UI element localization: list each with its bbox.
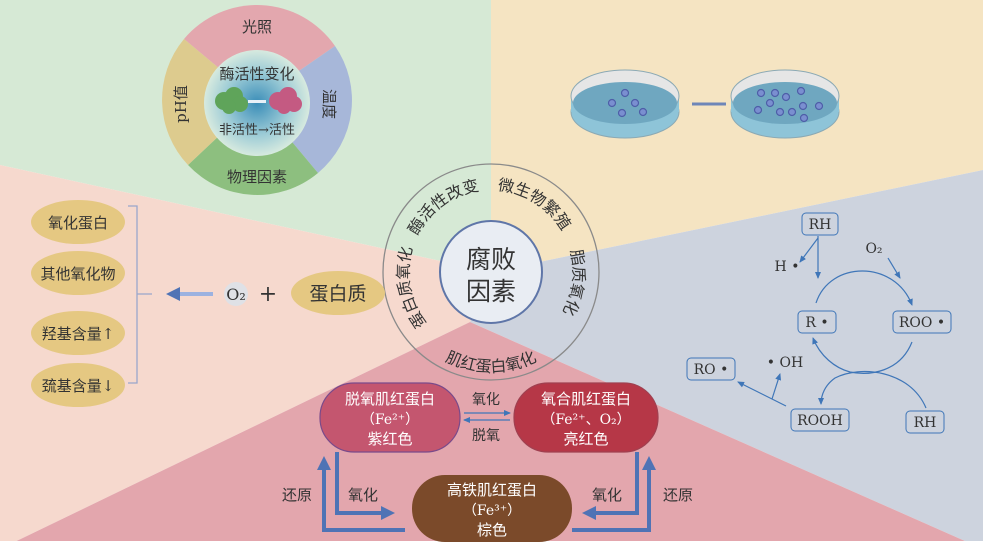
metmyoglobin-node bbox=[412, 475, 572, 542]
oxidize-arrow-left bbox=[335, 452, 395, 520]
o2-bubble bbox=[224, 282, 248, 306]
reduce-label-right: 还原 bbox=[663, 486, 693, 504]
node-rh-top bbox=[801, 212, 839, 236]
oxy-color: 亮红色 bbox=[563, 430, 608, 448]
node-rh-top-label: RH bbox=[809, 217, 832, 233]
product-bubble bbox=[31, 200, 125, 244]
deoxy-name: 脱氧肌红蛋白 bbox=[345, 390, 435, 408]
oxymyoglobin-node bbox=[513, 382, 659, 453]
product-label: 氧化蛋白 bbox=[48, 214, 108, 232]
deoxymyoglobin-node bbox=[319, 382, 461, 453]
oxidize-arrow-right bbox=[582, 452, 639, 520]
inactive-enzyme-icon bbox=[215, 87, 248, 114]
sector-protein bbox=[0, 165, 491, 549]
product-label: 巯基含量↓ bbox=[42, 377, 115, 395]
cycle-arrows bbox=[737, 236, 927, 409]
ferri-color: 棕色 bbox=[477, 521, 507, 539]
reduce-arrow-left bbox=[317, 456, 405, 532]
outer-ring bbox=[382, 163, 600, 381]
wheel-label-temperature: 温度 bbox=[320, 89, 338, 119]
product-bubble bbox=[31, 251, 125, 295]
ferri-name: 高铁肌红蛋白 bbox=[447, 481, 537, 499]
petri-dish-after-icon bbox=[730, 69, 840, 139]
node-rooh-label: ROOH bbox=[797, 413, 843, 429]
wheel-label-ph: pH值 bbox=[172, 85, 190, 123]
o2-label: O₂ bbox=[226, 285, 246, 304]
node-ro-radical bbox=[686, 357, 736, 381]
oh-radical-label: • OH bbox=[767, 355, 803, 371]
microbe-growth-illustration bbox=[570, 69, 840, 139]
wheel-label-physical: 物理因素 bbox=[227, 168, 287, 186]
center-title-line2: 因素 bbox=[466, 277, 516, 306]
oxy-name: 氧合肌红蛋白 bbox=[541, 390, 631, 408]
deoxy-iron: （Fe²⁺） bbox=[361, 412, 419, 428]
product-label: 其他氧化物 bbox=[40, 265, 115, 283]
myoglobin-section: 脱氧肌红蛋白 （Fe²⁺） 紫红色 氧合肌红蛋白 （Fe²⁺、O₂） 亮红色 高… bbox=[282, 382, 693, 542]
wheel-title: 酶活性变化 bbox=[219, 65, 294, 83]
node-rooh bbox=[790, 408, 850, 432]
petri-dish-before-icon bbox=[570, 69, 680, 139]
product-list: 氧化蛋白 其他氧化物 羟基含量↑ 巯基含量↓ bbox=[31, 200, 125, 407]
enzyme-wheel: 光照 温度 pH值 物理因素 酶活性变化 非活性→活性 bbox=[162, 4, 352, 195]
lipid-oxidation-cycle: RH H • O₂ R • ROO • RO • • OH ROOH RH bbox=[686, 212, 952, 434]
node-r-radical bbox=[797, 310, 837, 334]
oxy-iron: （Fe²⁺、O₂） bbox=[541, 412, 630, 428]
center-title-line1: 腐败 bbox=[466, 245, 516, 274]
plus-sign: + bbox=[259, 282, 277, 307]
node-roo-radical-label: ROO • bbox=[899, 315, 945, 331]
deoxy-color: 紫红色 bbox=[367, 430, 412, 448]
oxidize-label-left: 氧化 bbox=[348, 486, 378, 504]
node-ro-radical-label: RO • bbox=[694, 362, 729, 378]
oxidize-label-right: 氧化 bbox=[592, 486, 622, 504]
arrow-icon bbox=[248, 100, 266, 103]
bracket bbox=[128, 205, 152, 384]
sector-myoglobin bbox=[0, 322, 983, 549]
product-bubble bbox=[31, 363, 125, 407]
reduce-arrow-right bbox=[572, 456, 656, 532]
deoxygenate-label: 脱氧 bbox=[472, 428, 500, 444]
wheel-label-light: 光照 bbox=[242, 18, 272, 36]
protein-oxidation-section: 氧化蛋白 其他氧化物 羟基含量↑ 巯基含量↓ O₂ + 蛋白质 bbox=[31, 200, 385, 407]
center-circle bbox=[439, 220, 543, 324]
node-rh-bottom bbox=[905, 410, 945, 434]
node-roo-radical bbox=[892, 310, 952, 334]
protein-bubble bbox=[291, 271, 385, 315]
node-rh-bottom-label: RH bbox=[914, 415, 937, 431]
product-label: 羟基含量↑ bbox=[42, 325, 115, 343]
oxidize-label-top: 氧化 bbox=[472, 392, 500, 408]
protein-label: 蛋白质 bbox=[309, 283, 366, 305]
sector-microbe bbox=[491, 0, 983, 272]
h-radical-label: H • bbox=[775, 259, 800, 275]
wheel-transition: 非活性→活性 bbox=[219, 123, 295, 138]
active-enzyme-icon bbox=[269, 87, 302, 114]
reduce-label-left: 还原 bbox=[282, 486, 312, 504]
node-r-radical-label: R • bbox=[805, 315, 828, 331]
o2-label: O₂ bbox=[865, 241, 882, 257]
product-bubble bbox=[31, 311, 125, 355]
ferri-iron: （Fe³⁺） bbox=[463, 503, 521, 519]
